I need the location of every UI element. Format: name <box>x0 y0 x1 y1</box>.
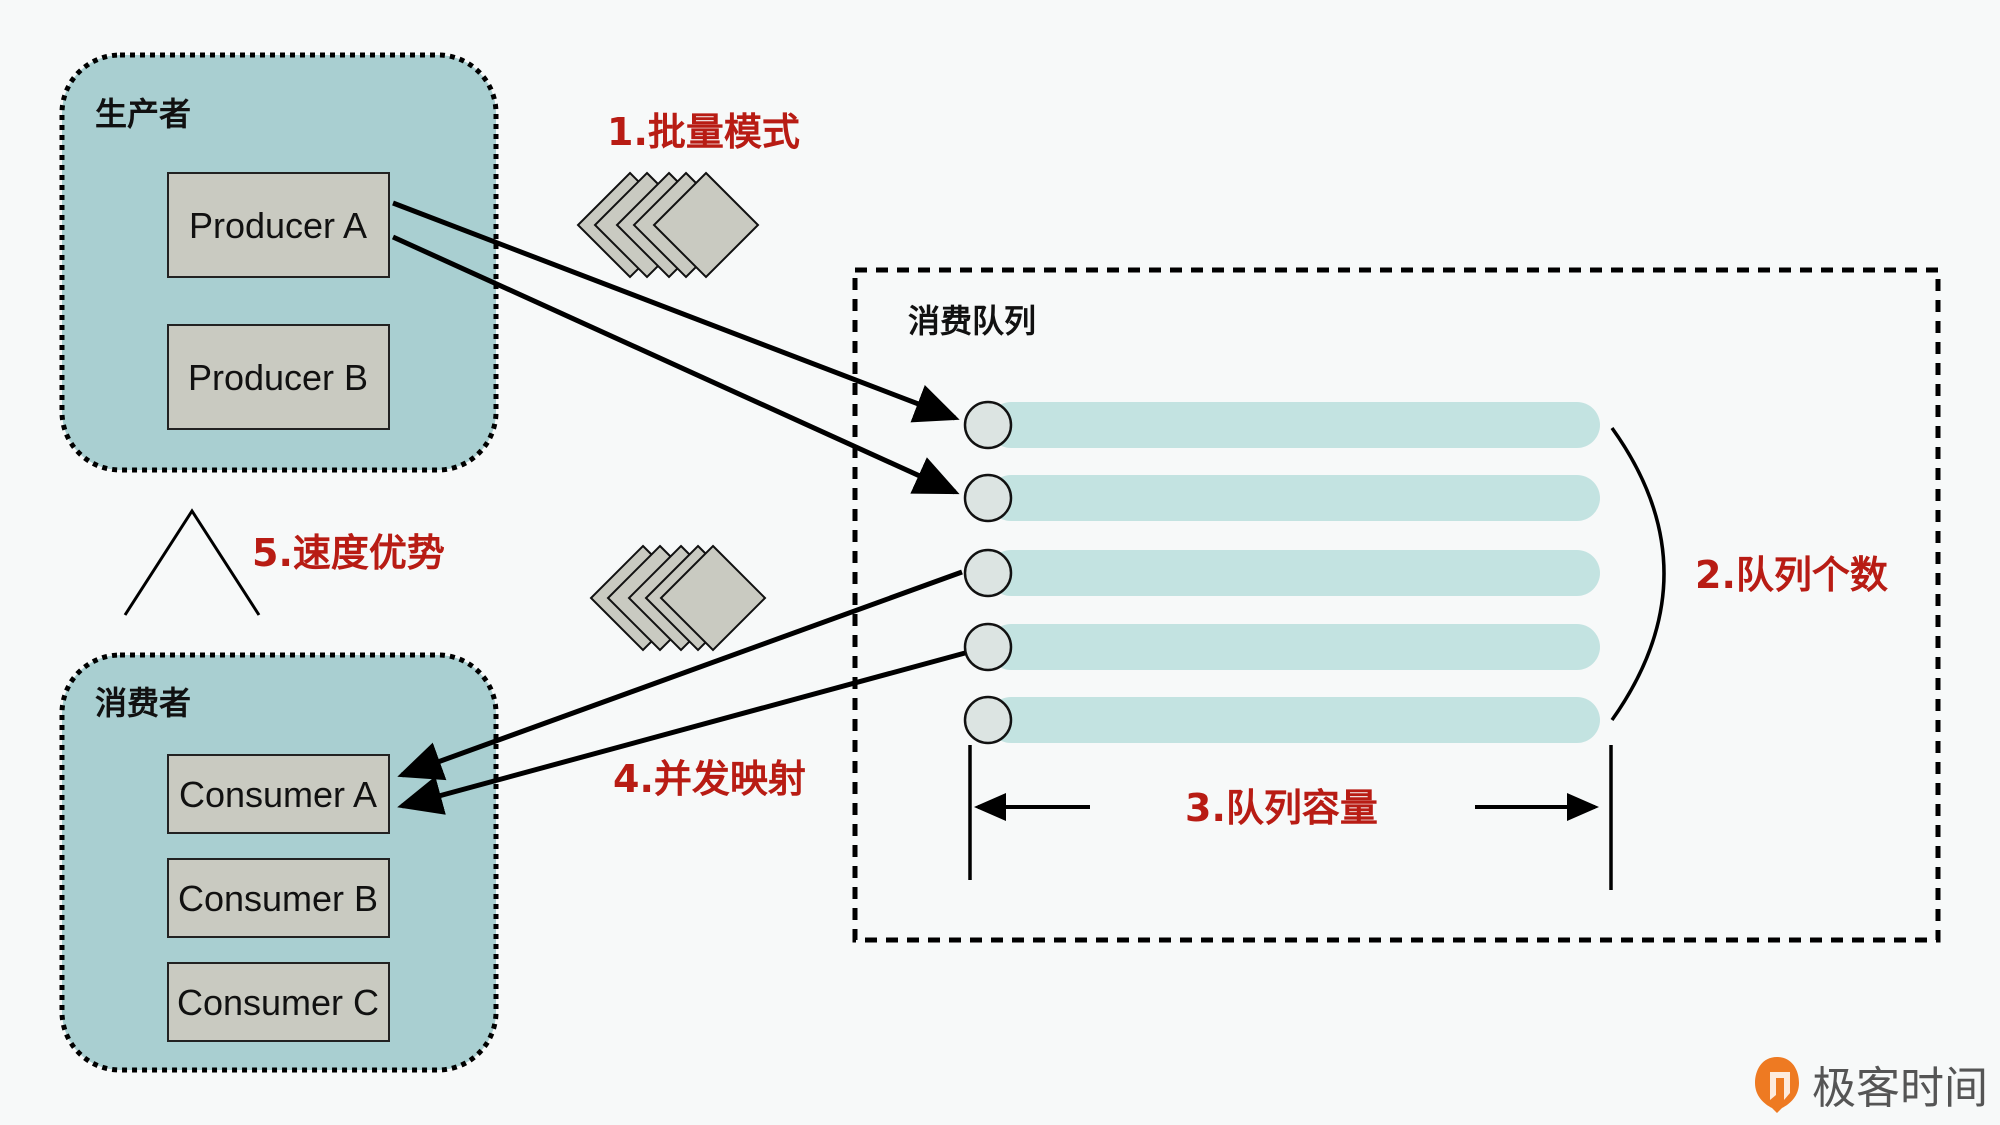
consumer-a-label: Consumer A <box>179 774 377 815</box>
queue-4-to-consumer-a-arrow <box>397 650 966 815</box>
queue-row[interactable] <box>963 400 1600 450</box>
producer-box-b[interactable]: Producer B <box>167 324 390 430</box>
geektime-logo-text: 极客时间 <box>1812 1063 1988 1114</box>
geektime-logo-icon <box>1755 1057 1799 1113</box>
queue-capacity-dimension <box>968 745 1613 890</box>
consumer-box-b[interactable]: Consumer B <box>167 858 390 938</box>
consumer-c-label: Consumer C <box>177 982 379 1023</box>
queue-row[interactable] <box>963 548 1600 598</box>
queue-3-to-consumer-a-arrow <box>397 569 963 781</box>
queue-row[interactable] <box>963 473 1600 523</box>
consumer-group: 消费者 Consumer A Consumer B Consumer C <box>59 652 499 1073</box>
queue-head-circle <box>963 473 1013 523</box>
producer-a-label: Producer A <box>189 205 367 246</box>
consumer-box-c[interactable]: Consumer C <box>167 962 390 1042</box>
consumer-group-title: 消费者 <box>95 684 191 722</box>
queue-bar <box>988 550 1600 596</box>
concurrent-mapping-label: 4.并发映射 <box>613 757 806 801</box>
speed-advantage-label: 5.速度优势 <box>252 531 445 575</box>
queue-group-title: 消费队列 <box>908 302 1036 340</box>
queue-bar <box>988 624 1600 670</box>
producer-group-title: 生产者 <box>95 95 191 133</box>
geektime-logo[interactable]: 极客时间 <box>1755 1057 1988 1114</box>
queue-bar <box>988 697 1600 743</box>
producer-a-to-queue-1-arrow <box>392 200 960 423</box>
queue-count-brace-icon <box>1610 426 1666 722</box>
queue-group-container <box>852 267 1941 943</box>
queue-row[interactable] <box>963 622 1600 672</box>
queue-bar <box>988 475 1600 521</box>
producer-group: 生产者 Producer A Producer B <box>59 52 499 473</box>
queue-bar <box>988 402 1600 448</box>
queue-capacity-label: 3.队列容量 <box>1185 786 1378 830</box>
queue-head-circle <box>963 695 1013 745</box>
consume-batch-stack-icon <box>589 544 767 652</box>
speed-advantage-caret-icon <box>123 508 261 616</box>
producer-a-to-queue-2-arrow <box>391 234 960 495</box>
queue-head-circle <box>963 548 1013 598</box>
queue-count-label: 2.队列个数 <box>1695 553 1888 597</box>
queue-group: 消费队列 <box>852 267 1941 943</box>
batch-mode-label: 1.批量模式 <box>607 110 800 154</box>
producer-b-label: Producer B <box>188 357 368 398</box>
producer-box-a[interactable]: Producer A <box>167 172 390 278</box>
message-diamond-icon <box>652 171 760 279</box>
queue-head-circle <box>963 400 1013 450</box>
message-diamond-icon <box>659 544 767 652</box>
queue-row[interactable] <box>963 695 1600 745</box>
produce-batch-stack-icon <box>576 171 760 279</box>
queue-head-circle <box>963 622 1013 672</box>
queue-list <box>963 400 1600 745</box>
consumer-b-label: Consumer B <box>178 878 378 919</box>
consumer-box-a[interactable]: Consumer A <box>167 754 390 834</box>
